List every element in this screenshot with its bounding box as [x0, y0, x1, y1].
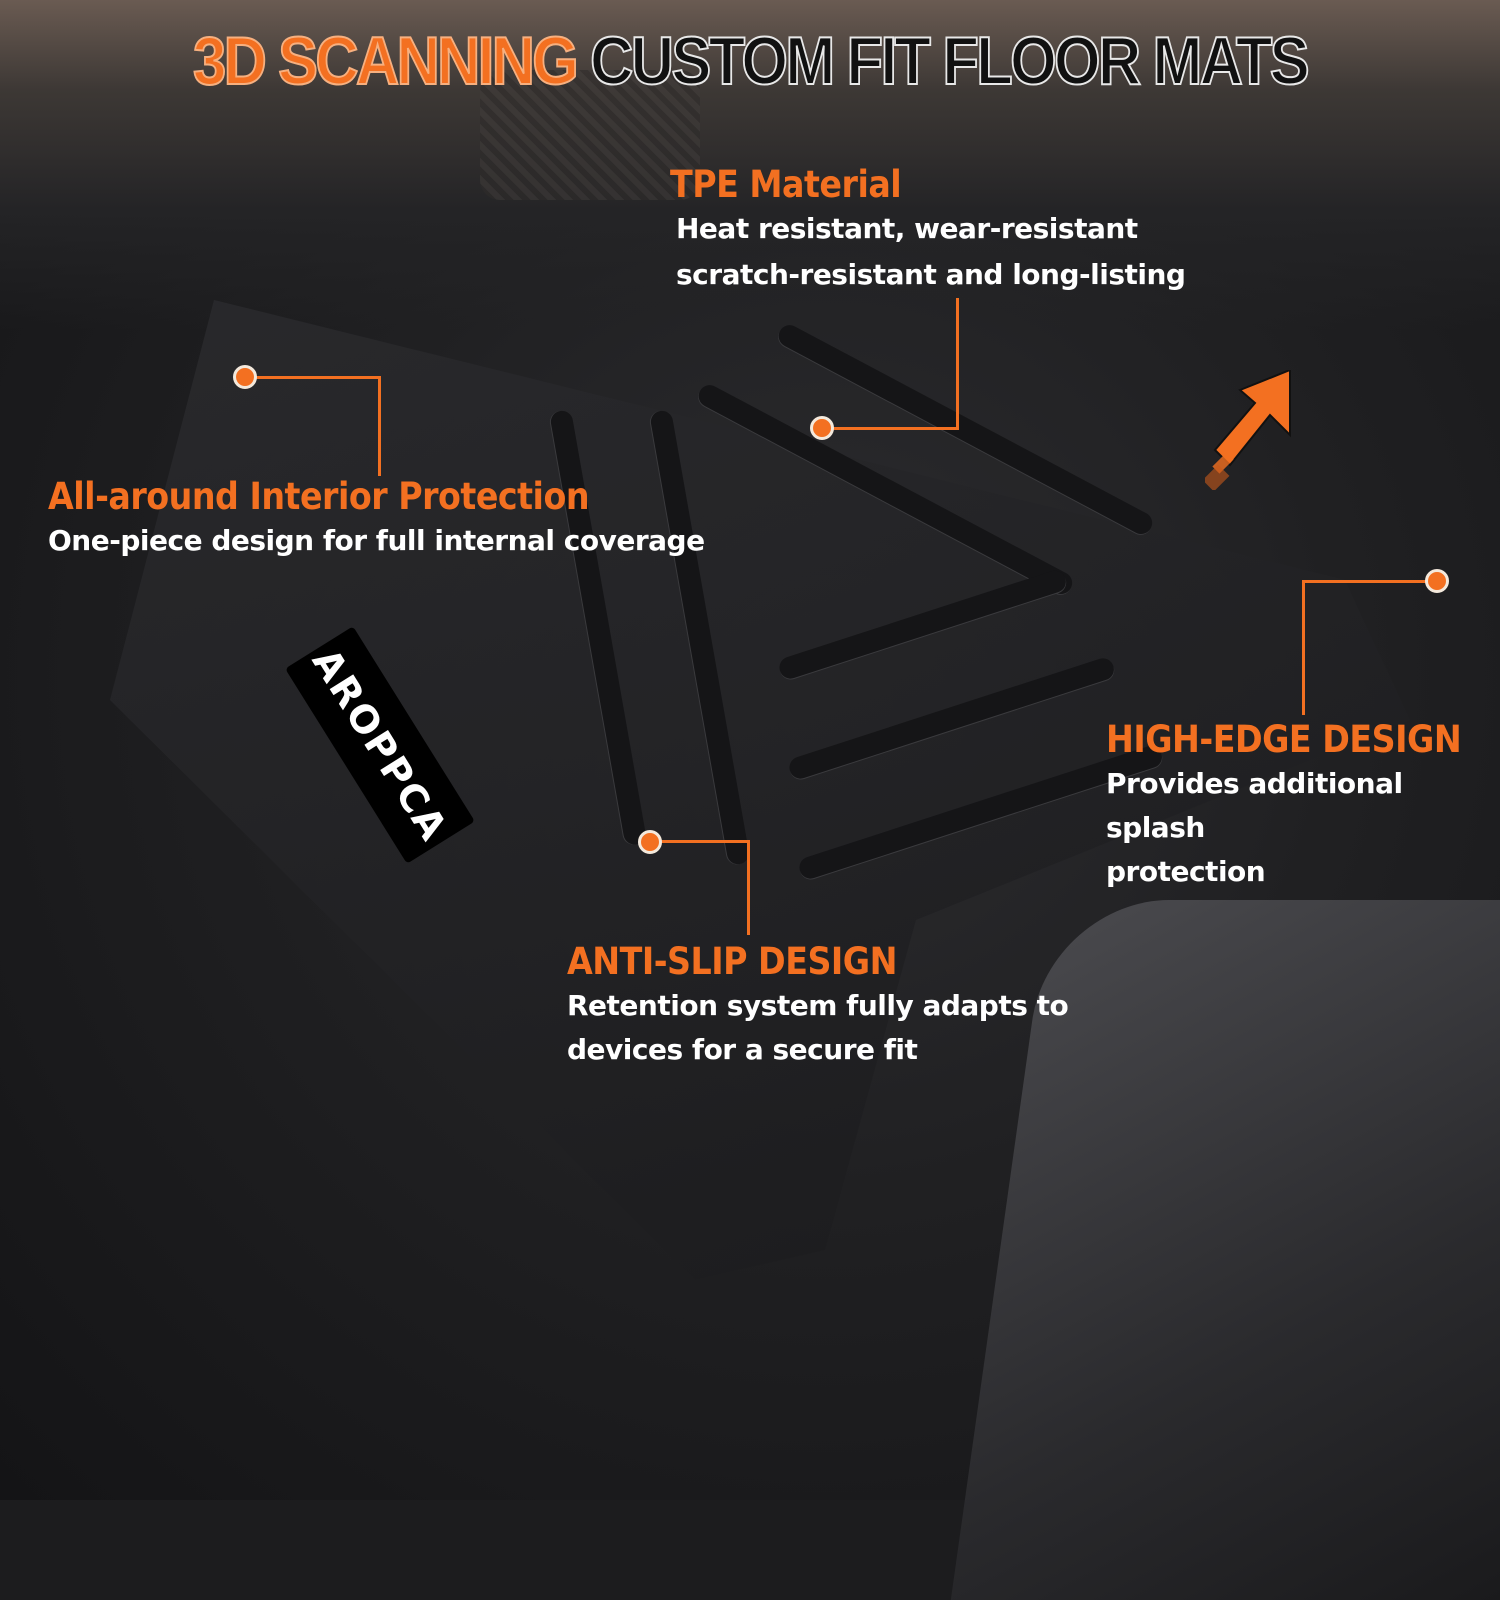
callout-connector — [378, 376, 381, 476]
callout-dot-icon — [638, 830, 662, 854]
callout-line: One-piece design for full internal cover… — [48, 524, 705, 557]
callout-heading: HIGH-EDGE DESIGN — [1106, 718, 1462, 761]
callout-connector — [1302, 580, 1432, 583]
callout-connector — [747, 840, 750, 935]
callout-dot-icon — [1425, 569, 1449, 593]
callout-line: devices for a secure fit — [567, 1033, 918, 1066]
callout-connector — [658, 840, 750, 843]
callout-line: protection — [1106, 855, 1266, 888]
title-black: CUSTOM FIT FLOOR MATS — [589, 22, 1310, 100]
pedal-image — [480, 70, 700, 200]
callout-heading: TPE Material — [670, 163, 902, 206]
callout-interior-protection: All-around Interior Protection One-piece… — [48, 475, 705, 563]
callout-dot-icon — [233, 365, 257, 389]
page-title: 3D SCANNING CUSTOM FIT FLOOR MATS — [90, 22, 1410, 100]
callout-tpe-material: TPE Material Heat resistant, wear-resist… — [670, 163, 1186, 297]
title-orange: 3D SCANNING — [192, 22, 580, 100]
callout-line: Heat resistant, wear-resistant — [676, 212, 1138, 245]
callout-heading: ANTI-SLIP DESIGN — [567, 940, 897, 983]
callout-connector — [1302, 580, 1305, 715]
callout-line: Provides additional splash — [1106, 767, 1403, 844]
arrow-up-right-icon — [1205, 370, 1291, 490]
callout-high-edge: HIGH-EDGE DESIGN Provides additional spl… — [1106, 718, 1500, 894]
callout-line: Retention system fully adapts to — [567, 989, 1069, 1022]
callout-dot-icon — [810, 416, 834, 440]
callout-line: scratch-resistant and long-listing — [676, 258, 1186, 291]
callout-anti-slip: ANTI-SLIP DESIGN Retention system fully … — [567, 940, 1069, 1072]
callout-connector — [255, 376, 381, 379]
callout-heading: All-around Interior Protection — [48, 475, 590, 518]
callout-connector — [830, 427, 959, 430]
callout-connector — [956, 298, 959, 430]
